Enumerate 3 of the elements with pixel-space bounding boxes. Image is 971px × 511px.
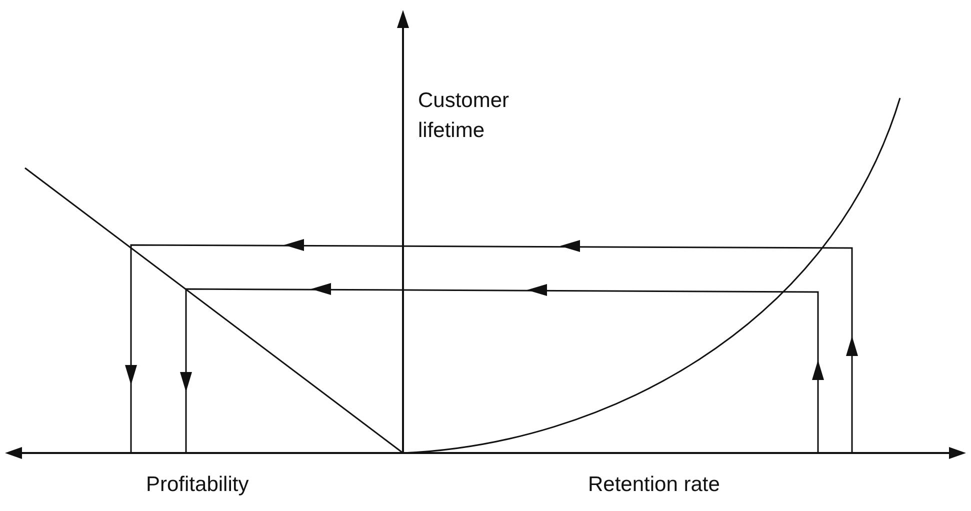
axis-label: Customer lifetime [418, 88, 510, 144]
axis-label: Profitability [146, 472, 249, 498]
axis-label: Retention rate [588, 472, 720, 498]
